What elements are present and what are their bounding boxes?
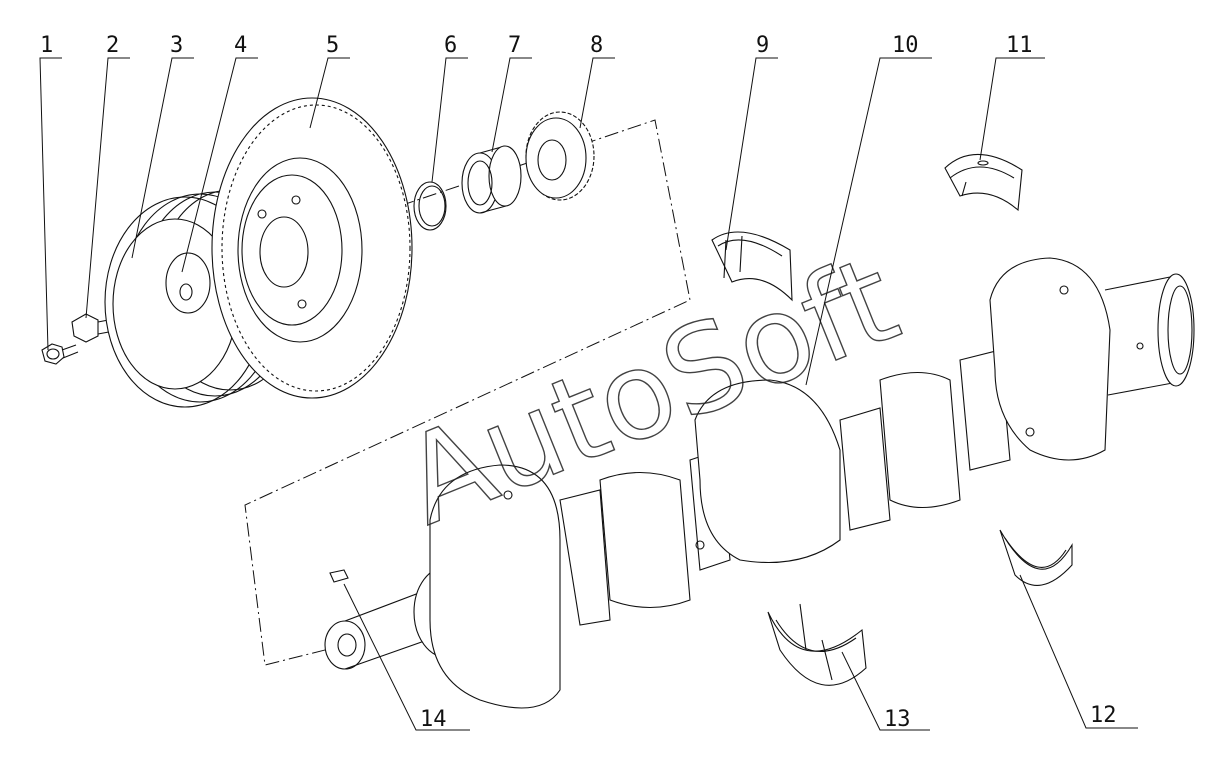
callout-8: 8 (590, 33, 603, 58)
part-bolt-small (41, 343, 79, 365)
part-key (329, 569, 349, 583)
callout-4: 4 (234, 33, 247, 58)
part-bushing (461, 145, 522, 214)
callout-leaders (39, 57, 1138, 731)
part-flywheel (211, 97, 413, 399)
part-thrust-bearing-lower (767, 603, 867, 686)
callout-6: 6 (444, 33, 457, 58)
callout-7: 7 (508, 33, 521, 58)
part-o-ring (413, 181, 447, 231)
callout-12: 12 (1090, 703, 1117, 728)
callout-11: 11 (1006, 33, 1033, 58)
callout-3: 3 (170, 33, 183, 58)
callout-10: 10 (892, 33, 919, 58)
callout-2: 2 (106, 33, 119, 58)
part-gear (525, 111, 595, 201)
part-thrust-bearing (711, 231, 793, 302)
callout-13: 13 (884, 707, 911, 732)
part-crankshaft (324, 257, 1195, 709)
callout-5: 5 (326, 33, 339, 58)
callout-14: 14 (420, 707, 447, 732)
callout-1: 1 (40, 33, 53, 58)
part-bearing-shell-lower (999, 529, 1073, 586)
callout-9: 9 (756, 33, 769, 58)
part-bearing-shell-upper (944, 153, 1023, 212)
